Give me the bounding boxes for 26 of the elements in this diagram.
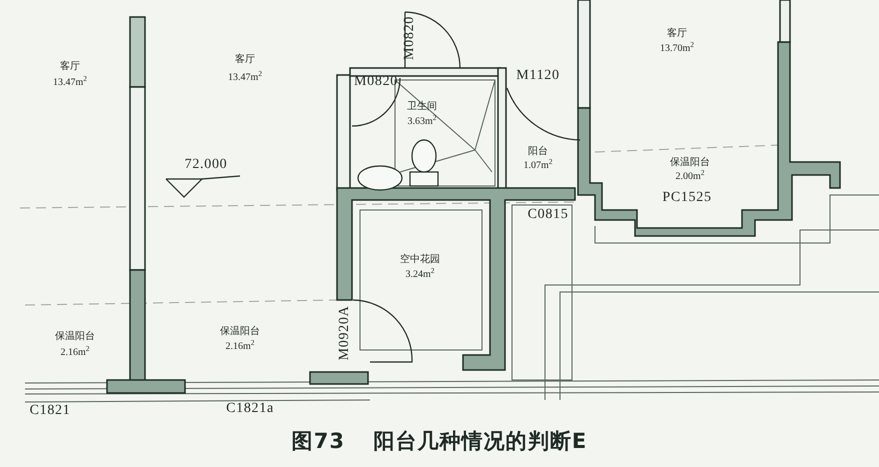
elevation-label: 72.000	[184, 158, 228, 172]
room-area: 3.24m$^{2}$	[405, 270, 435, 280]
window-label: C1821a	[226, 402, 274, 416]
room-area: 3.63m$^{2}$	[407, 117, 437, 127]
window-label: C1821	[30, 404, 70, 418]
room-area: 13.47m$^{2}$	[228, 73, 262, 83]
room-name: 保温阳台	[670, 158, 710, 168]
room-name: 客厅	[60, 62, 80, 72]
room-area: 13.70m$^{2}$	[660, 44, 694, 54]
room-name: 阳台	[528, 147, 548, 157]
room-area: 2.00m$^{2}$	[675, 172, 705, 182]
room-area: 1.07m$^{2}$	[523, 161, 553, 171]
room-name: 客厅	[667, 29, 687, 39]
room-area: 2.16m$^{2}$	[225, 342, 255, 352]
room-name: 卫生间	[407, 102, 437, 112]
window-label: C0815	[528, 208, 568, 222]
room-area: 2.16m$^{2}$	[60, 348, 90, 358]
room-name: 客厅	[235, 55, 255, 65]
room-name: 空中花园	[400, 255, 440, 265]
figure-caption: 图73 阳台几种情况的判断E	[290, 428, 588, 455]
room-name: 保温阳台	[55, 332, 95, 342]
room-area: 13.47m$^{2}$	[52, 78, 88, 88]
door-label: M1120	[516, 69, 560, 83]
window-label: PC1525	[662, 191, 712, 205]
room-name: 保温阳台	[220, 327, 260, 337]
door-label: M0920A	[338, 306, 352, 360]
